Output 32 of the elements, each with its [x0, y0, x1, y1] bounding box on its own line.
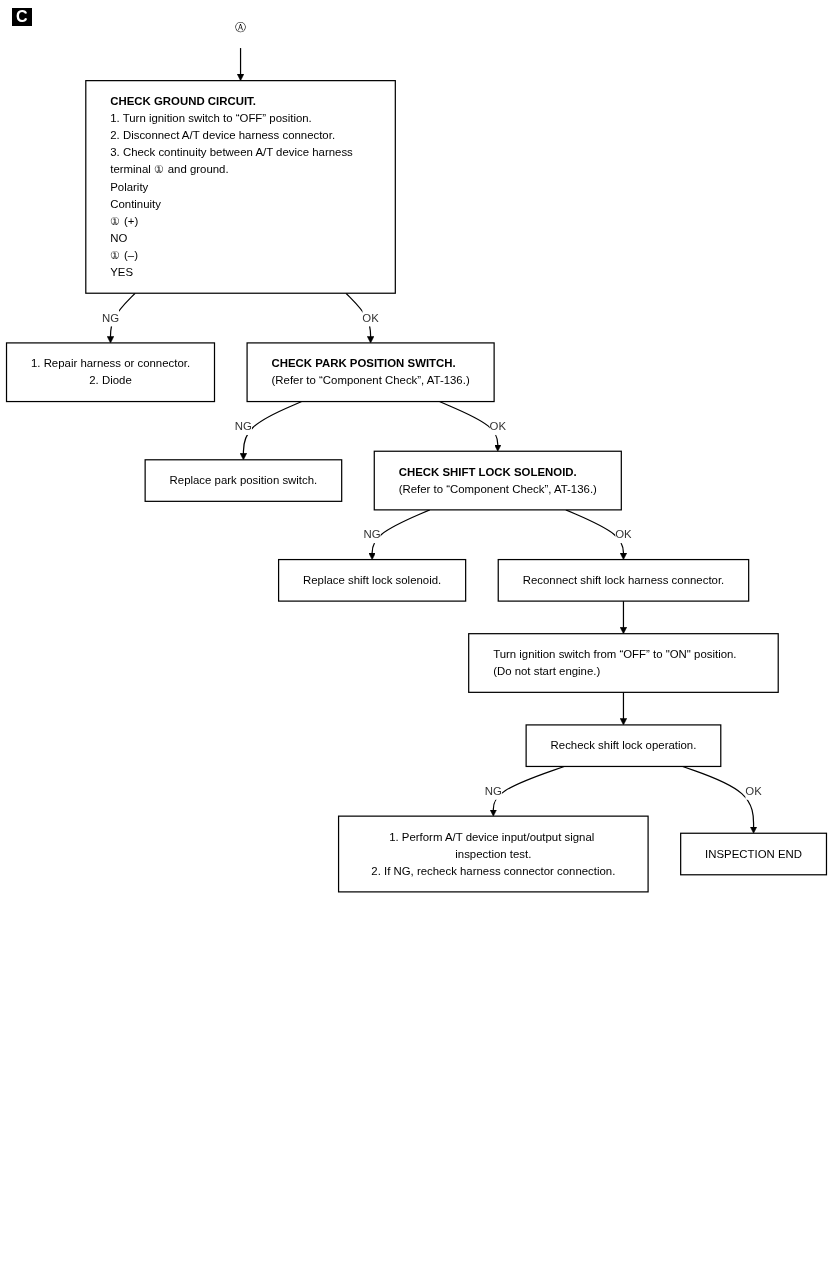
- edge-label: NG: [363, 527, 381, 541]
- edge-label: NG: [101, 311, 120, 325]
- edge-label: OK: [489, 419, 507, 433]
- node-box: Replace shift lock solenoid.: [278, 558, 467, 602]
- arrow: [438, 400, 502, 452]
- node-box: CHECK PARK POSITION SWITCH. (Refer to “Component Check”, AT-136.): [246, 342, 495, 403]
- arrow: [682, 765, 758, 834]
- node-box: 1. Perform A/T device input/output signal inspection test. 2. If NG, recheck harness connector connection.: [337, 815, 649, 893]
- edge-label: OK: [745, 784, 762, 798]
- edge-label: OK: [615, 527, 632, 541]
- arrow: [565, 509, 628, 560]
- arrow: [236, 47, 245, 81]
- section-letter: C: [12, 8, 32, 26]
- arrow: [619, 691, 628, 726]
- arrow: [239, 400, 303, 461]
- node-box: INSPECTION END: [680, 832, 828, 876]
- edge-label: OK: [362, 311, 379, 325]
- edge-label: NG: [484, 784, 502, 798]
- arrow: [489, 765, 565, 817]
- node-text: Ⓐ: [234, 20, 247, 34]
- node-box: Recheck shift lock operation.: [525, 724, 722, 768]
- node-box: Replace park position switch.: [144, 459, 343, 502]
- arrow: [345, 292, 375, 344]
- node-box: Reconnect shift lock harness connector.: [497, 558, 750, 602]
- node-box: Turn ignition switch from “OFF” to "ON" position. (Do not start engine.): [468, 633, 779, 693]
- node-box: CHECK GROUND CIRCUIT. 1. Turn ignition switch to “OFF” position. 2. Disconnect A/T device harness connector. 3. Check continuity between A/T device harness terminal ① and ground. Polarity Continuity ① (+) NO ① (–) YES: [85, 80, 396, 294]
- node-box: 1. Repair harness or connector. 2. Diode: [5, 342, 216, 403]
- arrow: [619, 600, 628, 634]
- node-box: CHECK SHIFT LOCK SOLENOID. (Refer to “Component Check”, AT-136.): [373, 450, 622, 511]
- arrow: [368, 509, 431, 560]
- edge-label: NG: [234, 419, 252, 433]
- arrow: [106, 292, 136, 344]
